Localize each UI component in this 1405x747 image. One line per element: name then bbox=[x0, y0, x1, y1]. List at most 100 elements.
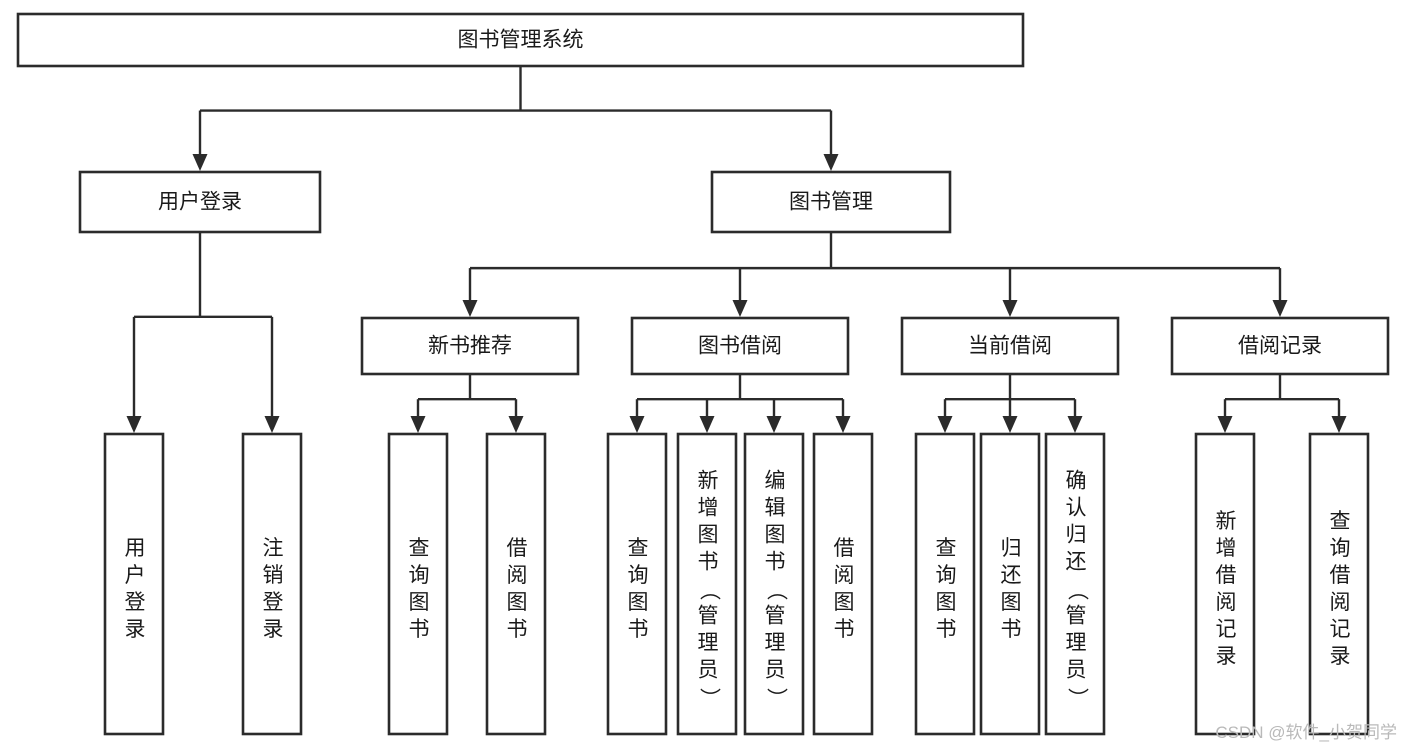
node-user-login: 用户登录 bbox=[78, 170, 322, 234]
node-label-char: 登 bbox=[125, 591, 146, 614]
node-box bbox=[360, 316, 580, 376]
node-label-char: 录 bbox=[1330, 645, 1351, 668]
node-label-char: 询 bbox=[936, 564, 957, 587]
node-label-char: 图 bbox=[628, 591, 649, 614]
node-label-char: 辑 bbox=[765, 496, 786, 519]
node-box bbox=[900, 316, 1120, 376]
arrow-head-icon bbox=[1272, 300, 1288, 317]
node-label-char: 借 bbox=[1216, 564, 1237, 587]
node-box bbox=[710, 170, 952, 234]
node-label-char: 图 bbox=[409, 591, 430, 614]
node-label-char: （ bbox=[697, 579, 720, 600]
node-label-char: 录 bbox=[125, 618, 146, 641]
node-label-char: 书 bbox=[1001, 618, 1022, 641]
node-box bbox=[630, 316, 850, 376]
node-box bbox=[103, 432, 165, 736]
node-label-char: 图 bbox=[936, 591, 957, 614]
node-label-char: 管 bbox=[698, 604, 719, 627]
csdn-watermark: CSDN @软件_小贺同学 bbox=[1215, 723, 1397, 742]
node-leaf-user-login: 用户登录 bbox=[103, 432, 165, 736]
node-borrow-record: 借阅记录 bbox=[1170, 316, 1390, 376]
node-label: 图书借阅 bbox=[698, 335, 782, 358]
node-label-char: 管 bbox=[1066, 604, 1087, 627]
node-label-char: 归 bbox=[1066, 523, 1087, 546]
arrow-head-icon bbox=[264, 416, 280, 433]
connectors-layer bbox=[126, 66, 1347, 433]
arrow-head-icon bbox=[1217, 416, 1233, 433]
node-label-char: 注 bbox=[263, 537, 284, 560]
node-label-char: 阅 bbox=[1330, 591, 1351, 614]
node-box bbox=[1308, 432, 1370, 736]
node-box bbox=[676, 432, 738, 736]
node-label-char: 增 bbox=[698, 496, 719, 519]
node-label-char: 询 bbox=[1330, 537, 1351, 560]
node-label-char: 认 bbox=[1066, 496, 1087, 519]
node-box bbox=[979, 432, 1041, 736]
node-box bbox=[241, 432, 303, 736]
node-label-char: 理 bbox=[698, 631, 719, 654]
node-label-char: 查 bbox=[409, 537, 430, 560]
node-label-char: 书 bbox=[507, 618, 528, 641]
node-label-char: 理 bbox=[765, 631, 786, 654]
nodes-layer: 图书管理系统用户登录图书管理新书推荐图书借阅当前借阅借阅记录用户登录注销登录查询… bbox=[16, 12, 1390, 736]
node-label-char: 书 bbox=[628, 618, 649, 641]
node-label-char: 借 bbox=[834, 537, 855, 560]
node-label-char: 图 bbox=[765, 523, 786, 546]
node-label-char: 新 bbox=[698, 469, 719, 492]
arrow-head-icon bbox=[629, 416, 645, 433]
node-label-char: 销 bbox=[263, 564, 284, 587]
node-label-char: 图 bbox=[1001, 591, 1022, 614]
node-current-borrow: 当前借阅 bbox=[900, 316, 1120, 376]
node-label: 新书推荐 bbox=[428, 335, 512, 358]
arrow-head-icon bbox=[835, 416, 851, 433]
node-box bbox=[1194, 432, 1256, 736]
node-box bbox=[78, 170, 322, 234]
node-label-char: 记 bbox=[1216, 618, 1237, 641]
node-label: 图书管理 bbox=[789, 191, 873, 214]
node-root: 图书管理系统 bbox=[16, 12, 1025, 68]
node-label-char: 查 bbox=[936, 537, 957, 560]
node-label-char: ） bbox=[697, 687, 720, 708]
arrow-head-icon bbox=[732, 300, 748, 317]
node-box bbox=[1170, 316, 1390, 376]
node-label-char: 书 bbox=[698, 550, 719, 573]
node-label-char: 图 bbox=[507, 591, 528, 614]
node-label: 用户登录 bbox=[158, 191, 242, 214]
node-label-char: 用 bbox=[125, 537, 146, 560]
node-new-book-recommend: 新书推荐 bbox=[360, 316, 580, 376]
arrow-head-icon bbox=[766, 416, 782, 433]
node-label-char: 理 bbox=[1066, 631, 1087, 654]
node-label-char: （ bbox=[764, 579, 787, 600]
node-box bbox=[743, 432, 805, 736]
node-label: 图书管理系统 bbox=[458, 29, 584, 52]
arrow-head-icon bbox=[1067, 416, 1083, 433]
node-label-char: 增 bbox=[1216, 537, 1237, 560]
node-label-char: （ bbox=[1065, 579, 1088, 600]
arrow-head-icon bbox=[1002, 416, 1018, 433]
node-book-borrow: 图书借阅 bbox=[630, 316, 850, 376]
node-box bbox=[914, 432, 976, 736]
node-label-char: 询 bbox=[628, 564, 649, 587]
node-label-char: 员 bbox=[698, 658, 719, 681]
node-label-char: 询 bbox=[409, 564, 430, 587]
node-label: 借阅记录 bbox=[1238, 335, 1322, 358]
arrow-head-icon bbox=[1002, 300, 1018, 317]
node-label-char: 查 bbox=[628, 537, 649, 560]
node-label-char: 员 bbox=[765, 658, 786, 681]
node-box bbox=[485, 432, 547, 736]
node-label-char: 编 bbox=[765, 469, 786, 492]
node-label-char: 新 bbox=[1216, 510, 1237, 533]
arrow-head-icon bbox=[699, 416, 715, 433]
node-box bbox=[606, 432, 668, 736]
node-label-char: 管 bbox=[765, 604, 786, 627]
node-box bbox=[387, 432, 449, 736]
arrow-head-icon bbox=[937, 416, 953, 433]
